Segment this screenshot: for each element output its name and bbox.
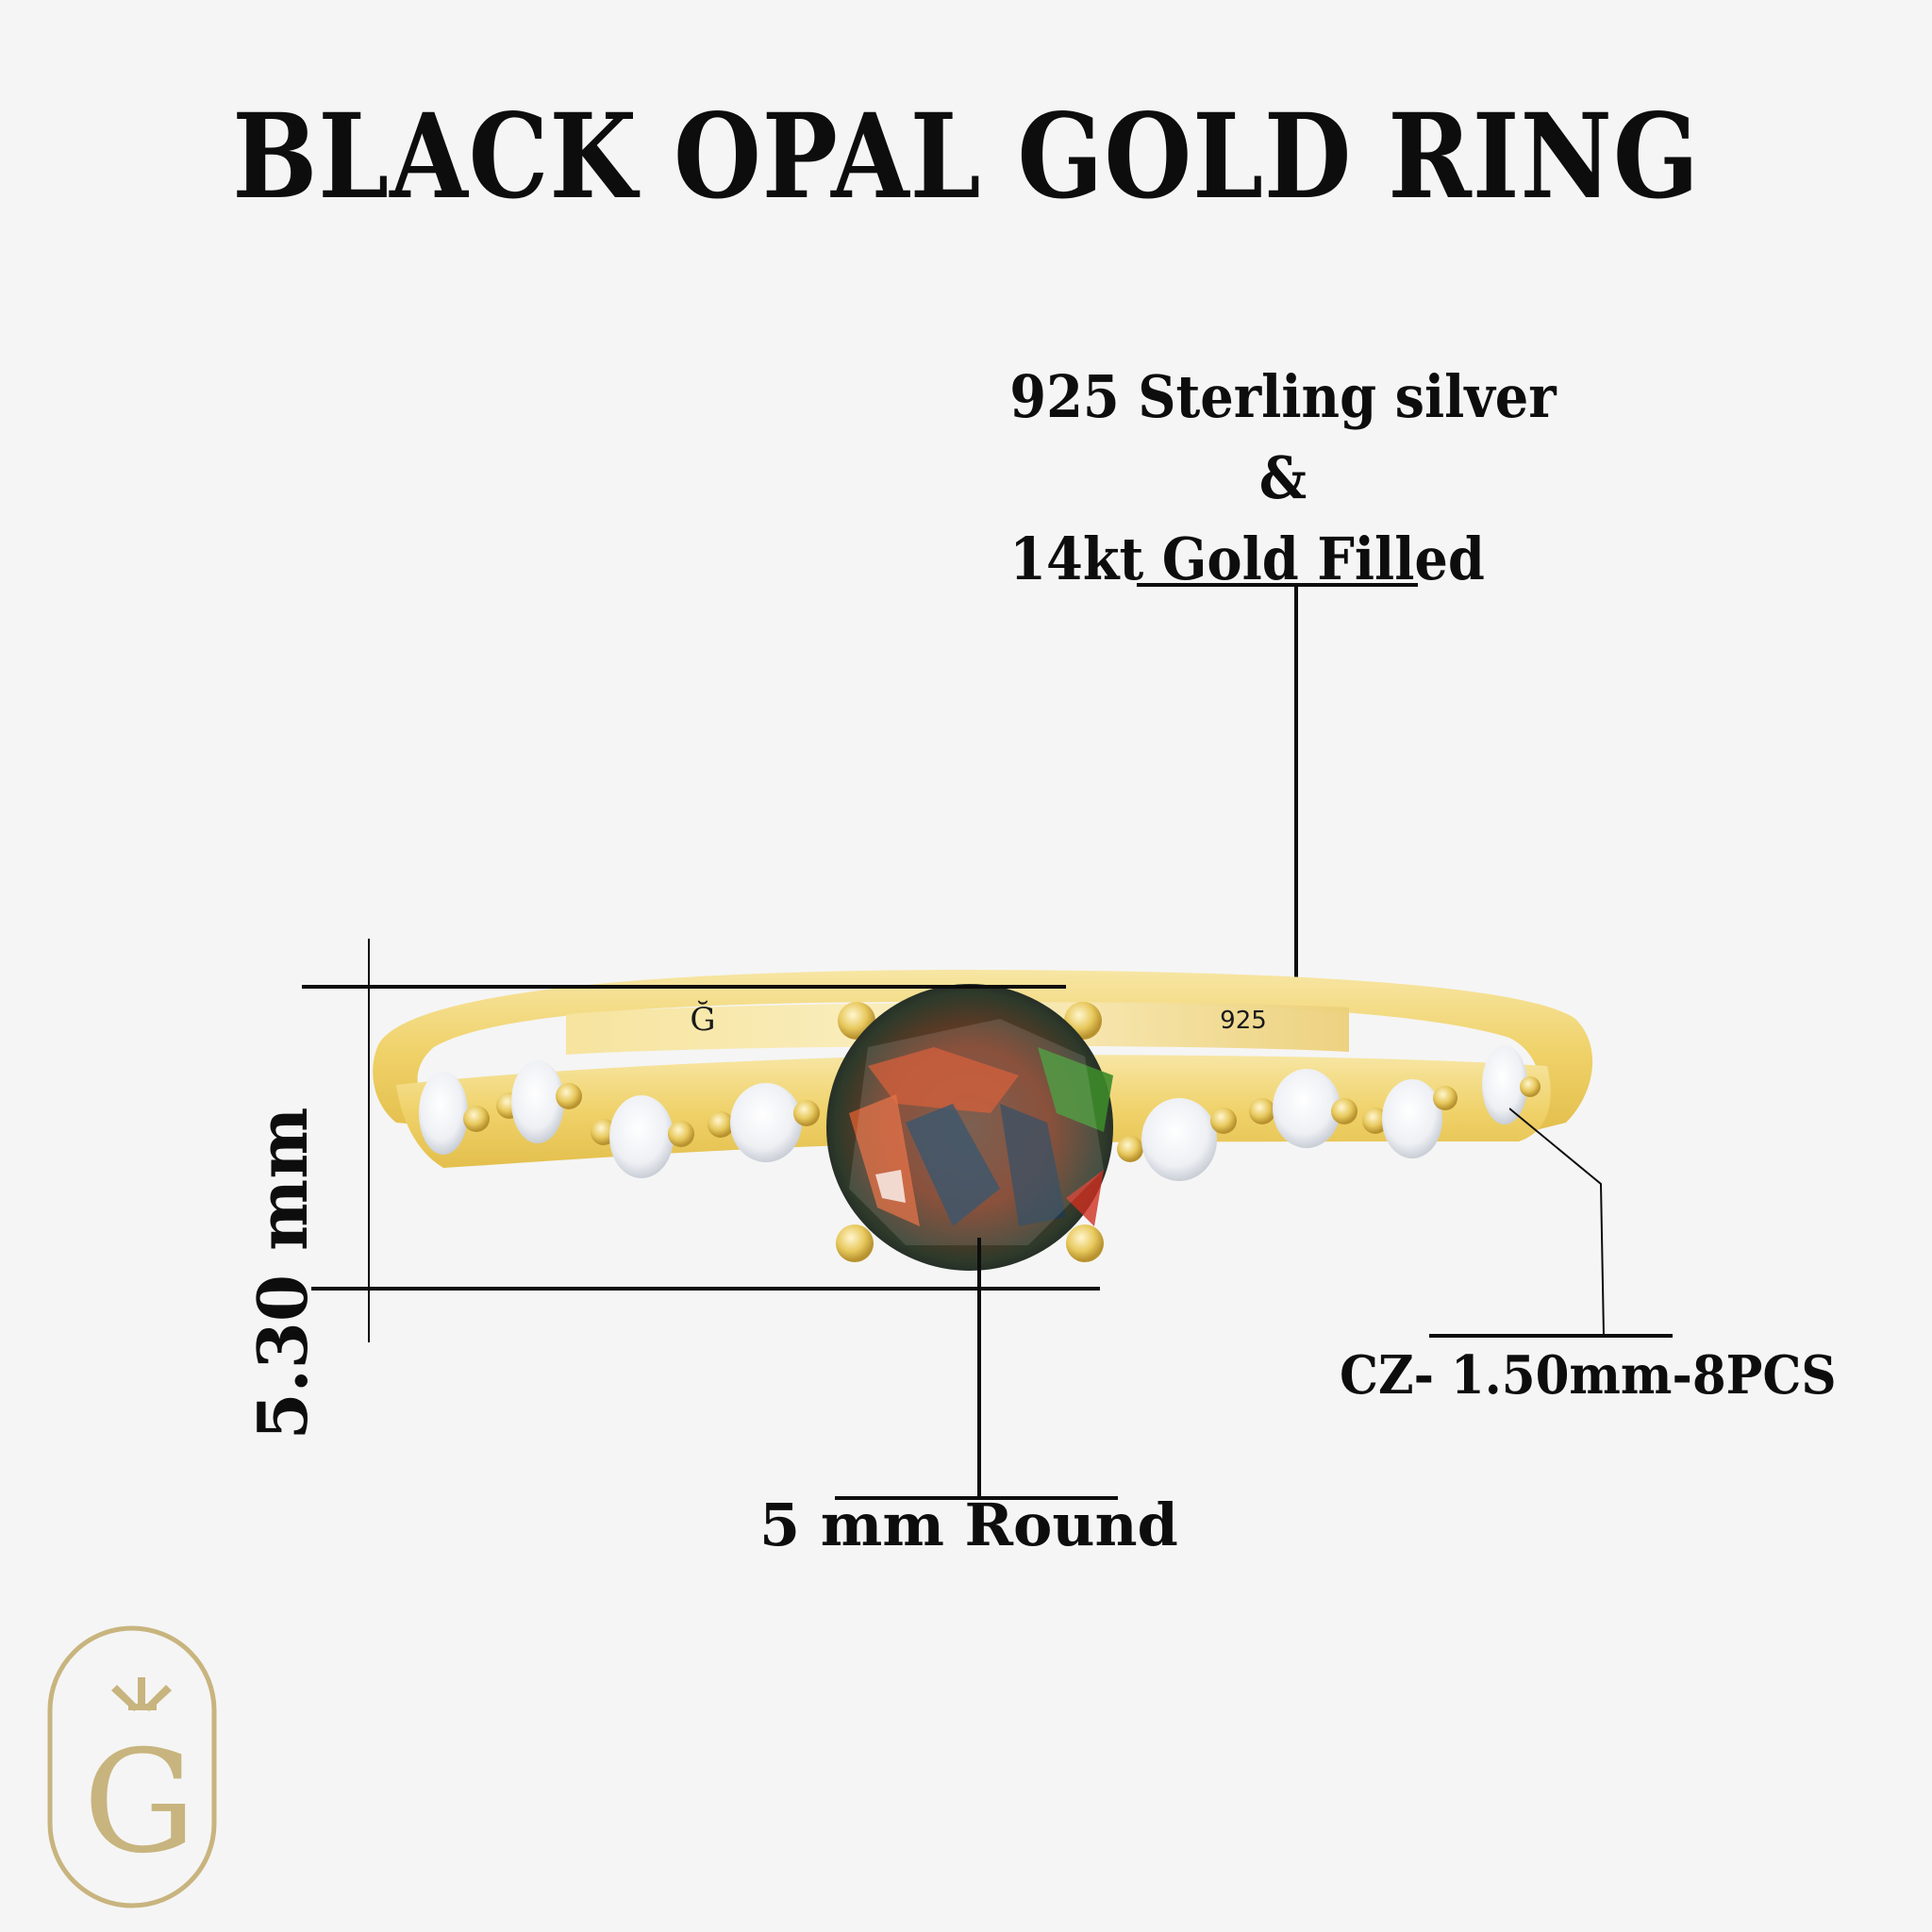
cz-stone	[1141, 1098, 1217, 1181]
cz-leader-line	[1509, 1108, 1605, 1337]
logo-letter: G	[83, 1721, 196, 1885]
cz-stone	[1382, 1079, 1442, 1158]
cz-stone	[730, 1083, 802, 1162]
stone-underline	[835, 1496, 1118, 1500]
engraving-logo: Ğ	[690, 1000, 715, 1039]
material-callout: 925 Sterling silver & 14kt Gold Filled	[977, 357, 1589, 600]
height-dimension-label: 5.30 mm	[242, 1107, 323, 1441]
cz-stone	[1273, 1069, 1341, 1148]
side-stones-left	[419, 1060, 820, 1178]
engraving-hallmark: 925	[1220, 1007, 1267, 1035]
cz-underline	[1429, 1334, 1673, 1338]
material-underline	[1137, 583, 1418, 587]
logo-oval-frame	[47, 1625, 217, 1908]
side-stones-right	[1117, 1045, 1541, 1181]
stone-leader-line	[977, 1238, 981, 1498]
cz-stone	[1482, 1045, 1527, 1124]
dimension-bottom-line	[311, 1287, 1100, 1291]
side-stones-label: CZ- 1.50mm-8PCS	[1340, 1344, 1837, 1407]
crown-icon	[111, 1677, 172, 1711]
page-title: BLACK OPAL GOLD RING	[232, 89, 1700, 225]
ring-svg: Ğ 925	[373, 970, 1593, 1271]
dimension-vertical-line	[368, 939, 370, 1342]
cz-stone	[419, 1072, 468, 1155]
center-opal	[826, 984, 1113, 1271]
brand-logo: G	[45, 1624, 219, 1909]
material-line-3: 14kt Gold Filled	[1009, 525, 1485, 593]
center-stone-label: 5 mm Round	[759, 1491, 1178, 1559]
material-leader-line	[1294, 587, 1298, 991]
cz-stone	[511, 1060, 564, 1143]
cz-stone	[609, 1095, 674, 1178]
dimension-top-line	[302, 985, 1066, 989]
material-line-1: 925 Sterling silver	[1009, 362, 1557, 431]
material-line-2: &	[1258, 443, 1307, 512]
ring-illustration: Ğ 925	[358, 953, 1623, 1311]
